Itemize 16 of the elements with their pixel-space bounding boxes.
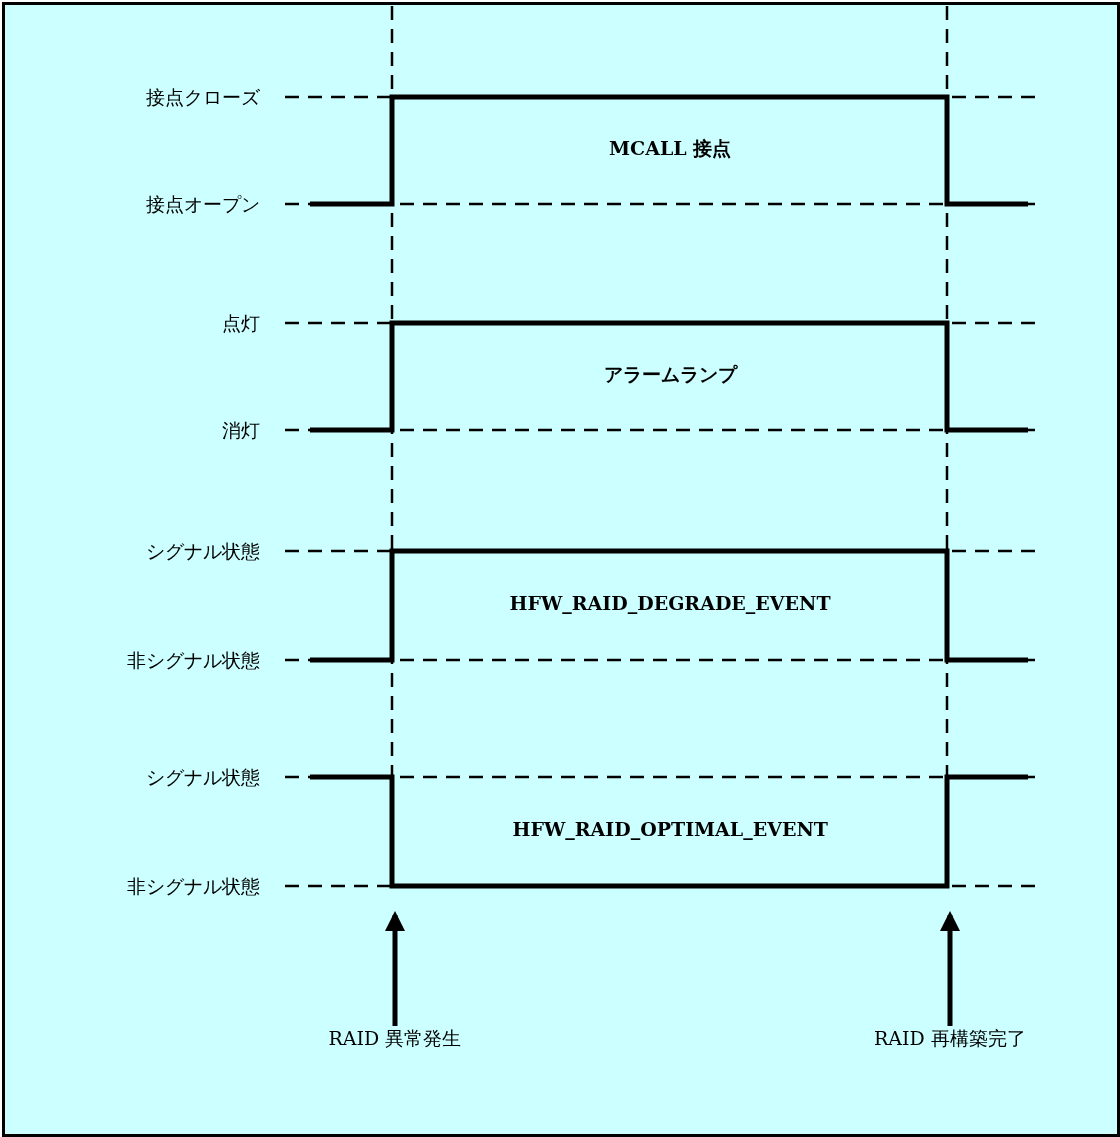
- level-label: 接点クローズ: [146, 85, 260, 109]
- level-label: シグナル状態: [146, 539, 260, 563]
- level-label: 接点オープン: [146, 192, 260, 216]
- signal-name: HFW_RAID_OPTIMAL_EVENT: [512, 816, 828, 841]
- event-label: RAID 異常発生: [328, 1026, 462, 1050]
- arrow: [940, 911, 960, 1026]
- level-label: 消灯: [222, 418, 260, 442]
- level-label: シグナル状態: [146, 765, 260, 789]
- level-label: 非シグナル状態: [127, 874, 260, 898]
- level-label: 非シグナル状態: [127, 648, 260, 672]
- arrow: [385, 911, 405, 1026]
- signal-name: HFW_RAID_DEGRADE_EVENT: [509, 590, 831, 615]
- signal-name: アラームランプ: [603, 361, 737, 386]
- event-label: RAID 再構築完了: [874, 1026, 1026, 1050]
- signal-name: MCALL 接点: [609, 135, 732, 160]
- level-label: 点灯: [222, 311, 260, 335]
